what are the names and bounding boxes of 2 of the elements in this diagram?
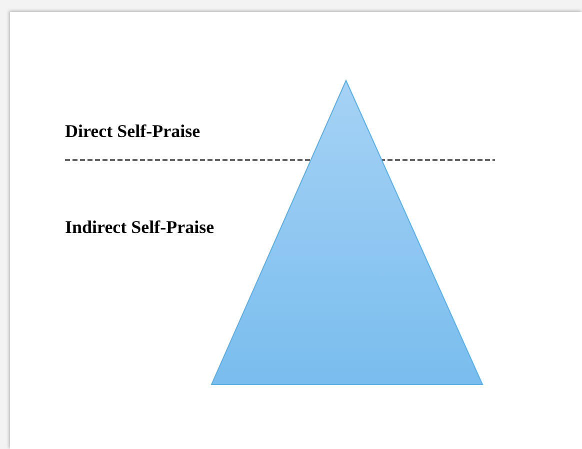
section-label: Indirect Self-Praise — [65, 217, 214, 238]
section-label: Direct Self-Praise — [65, 121, 200, 142]
